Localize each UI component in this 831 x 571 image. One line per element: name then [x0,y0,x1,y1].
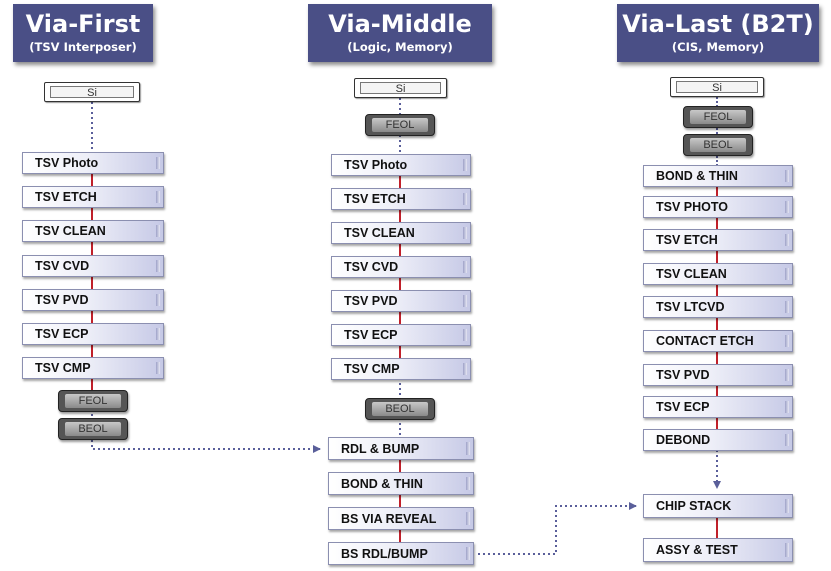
step-tsv-clean-1: TSV CLEAN [22,220,164,242]
step-tsv-cvd-1: TSV CVD [22,255,164,277]
step-tsv-etch-2: TSV ETCH [331,188,471,210]
step-tsv-clean-2: TSV CLEAN [331,222,471,244]
step-tsv-etch-3: TSV ETCH [643,229,793,251]
step-tsv-photo-2: TSV Photo [331,154,471,176]
header-via-middle: Via-Middle (Logic, Memory) [308,4,492,62]
step-feol-2: FEOL [365,114,435,136]
column-title: Via-First [25,10,141,38]
si-wafer-2: Si [354,78,447,98]
step-tsv-cmp-1: TSV CMP [22,357,164,379]
step-beol-2: BEOL [365,398,435,420]
step-tsv-photo-3: TSV PHOTO [643,196,793,218]
header-via-first: Via-First (TSV Interposer) [13,4,153,62]
column-subtitle: (CIS, Memory) [671,40,765,54]
step-rdl-bump: RDL & BUMP [328,437,474,460]
step-bs-rdl-bump: BS RDL/BUMP [328,542,474,565]
step-tsv-ecp-2: TSV ECP [331,324,471,346]
step-contact-etch-3: CONTACT ETCH [643,330,793,352]
link-beol-to-rdl [91,440,321,453]
step-tsv-clean-3: TSV CLEAN [643,263,793,285]
step-tsv-pvd-1: TSV PVD [22,289,164,311]
step-bond-thin-3: BOND & THIN [643,165,793,187]
column-title: Via-Last (B2T) [622,10,814,38]
step-chip-stack: CHIP STACK [643,494,793,518]
header-via-last: Via-Last (B2T) (CIS, Memory) [617,4,819,62]
step-tsv-photo-1: TSV Photo [22,152,164,174]
column-subtitle: (Logic, Memory) [347,40,453,54]
step-beol-3: BEOL [683,134,753,156]
step-tsv-etch-1: TSV ETCH [22,186,164,208]
si-wafer-1: Si [44,82,140,102]
step-tsv-pvd-3: TSV PVD [643,364,793,386]
step-tsv-pvd-2: TSV PVD [331,290,471,312]
step-bs-via-reveal: BS VIA REVEAL [328,507,474,530]
step-assy-test: ASSY & TEST [643,538,793,562]
step-tsv-ecp-1: TSV ECP [22,323,164,345]
step-tsv-cmp-2: TSV CMP [331,358,471,380]
link-bsrdl-to-chipstack [478,502,637,555]
step-beol-1: BEOL [58,418,128,440]
column-subtitle: (TSV Interposer) [29,40,137,54]
step-tsv-ecp-3: TSV ECP [643,396,793,418]
step-tsv-ltcvd-3: TSV LTCVD [643,296,793,318]
step-tsv-cvd-2: TSV CVD [331,256,471,278]
step-bond-thin-2: BOND & THIN [328,472,474,495]
step-feol-1: FEOL [58,390,128,412]
step-feol-3: FEOL [683,106,753,128]
column-title: Via-Middle [328,10,472,38]
step-debond-3: DEBOND [643,429,793,451]
si-wafer-3: Si [670,77,764,97]
